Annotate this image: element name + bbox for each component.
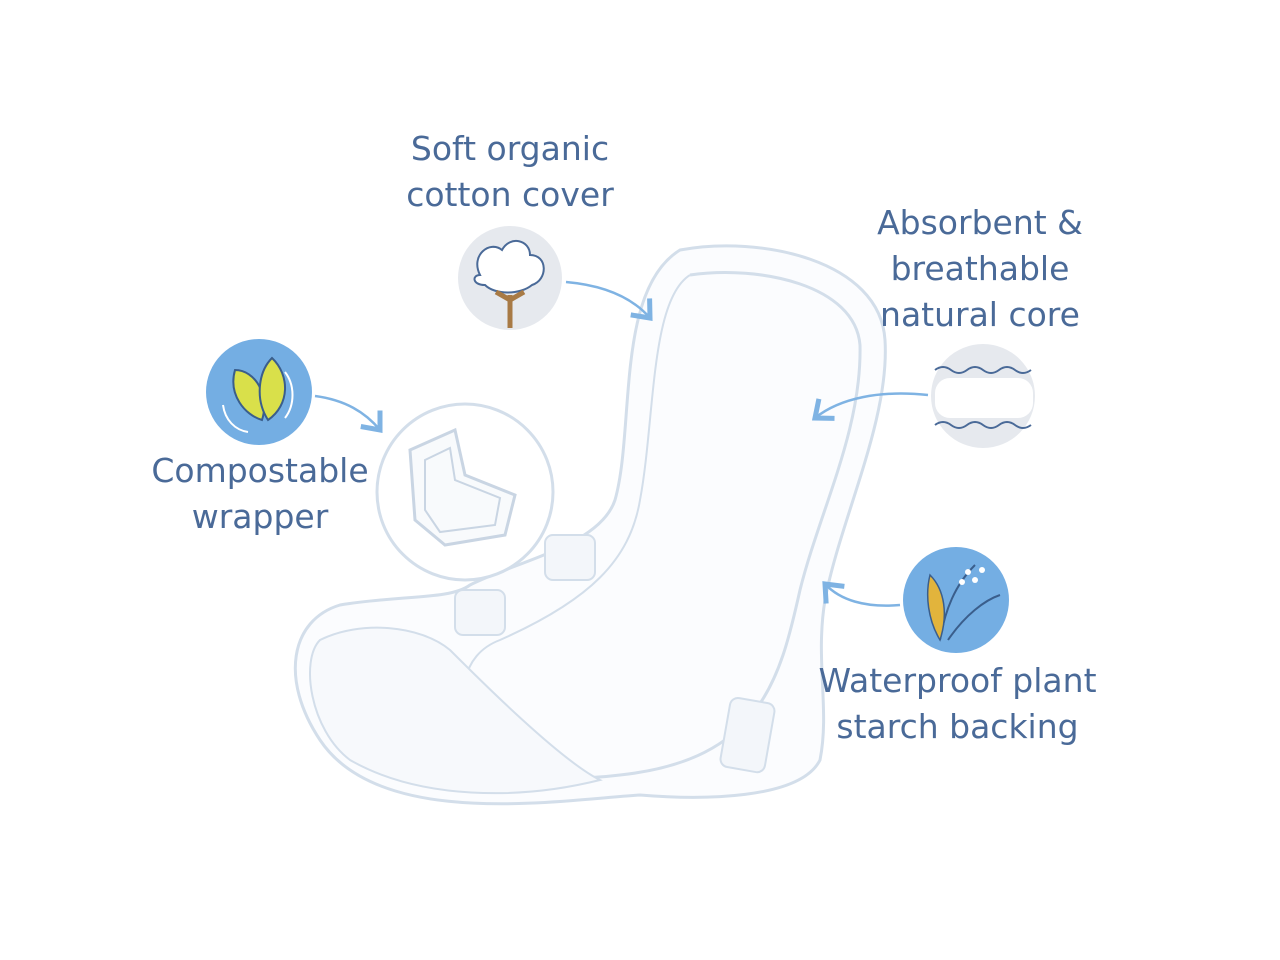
compostable-wrapper-label: Compostable wrapper: [140, 448, 380, 540]
backing-arrow: [822, 581, 901, 607]
label-line: cotton cover: [406, 175, 614, 214]
label-line: breathable: [890, 249, 1070, 288]
label-line: Soft organic: [410, 129, 610, 168]
natural-core-label: Absorbent & breathable natural core: [860, 200, 1100, 338]
label-line: Compostable: [151, 451, 369, 490]
plant-wheat-icon: [903, 547, 1009, 653]
label-line: starch backing: [836, 707, 1079, 746]
label-line: wrapper: [191, 497, 329, 536]
compostable-leaf-icon: [206, 339, 312, 445]
cotton-cover-label: Soft organic cotton cover: [395, 126, 625, 218]
label-line: Absorbent &: [877, 203, 1083, 242]
core-arrow: [811, 392, 929, 421]
cotton-arrow: [565, 280, 653, 321]
core-fibre-icon: [931, 344, 1035, 448]
wrapper-zoom-circle: [375, 402, 555, 582]
cotton-icon: [458, 226, 562, 330]
wrapper-arrow: [314, 394, 383, 433]
label-line: natural core: [880, 295, 1080, 334]
sanitary-pad: [293, 244, 887, 806]
plant-backing-label: Waterproof plant starch backing: [800, 658, 1115, 750]
label-line: Waterproof plant: [818, 661, 1097, 700]
